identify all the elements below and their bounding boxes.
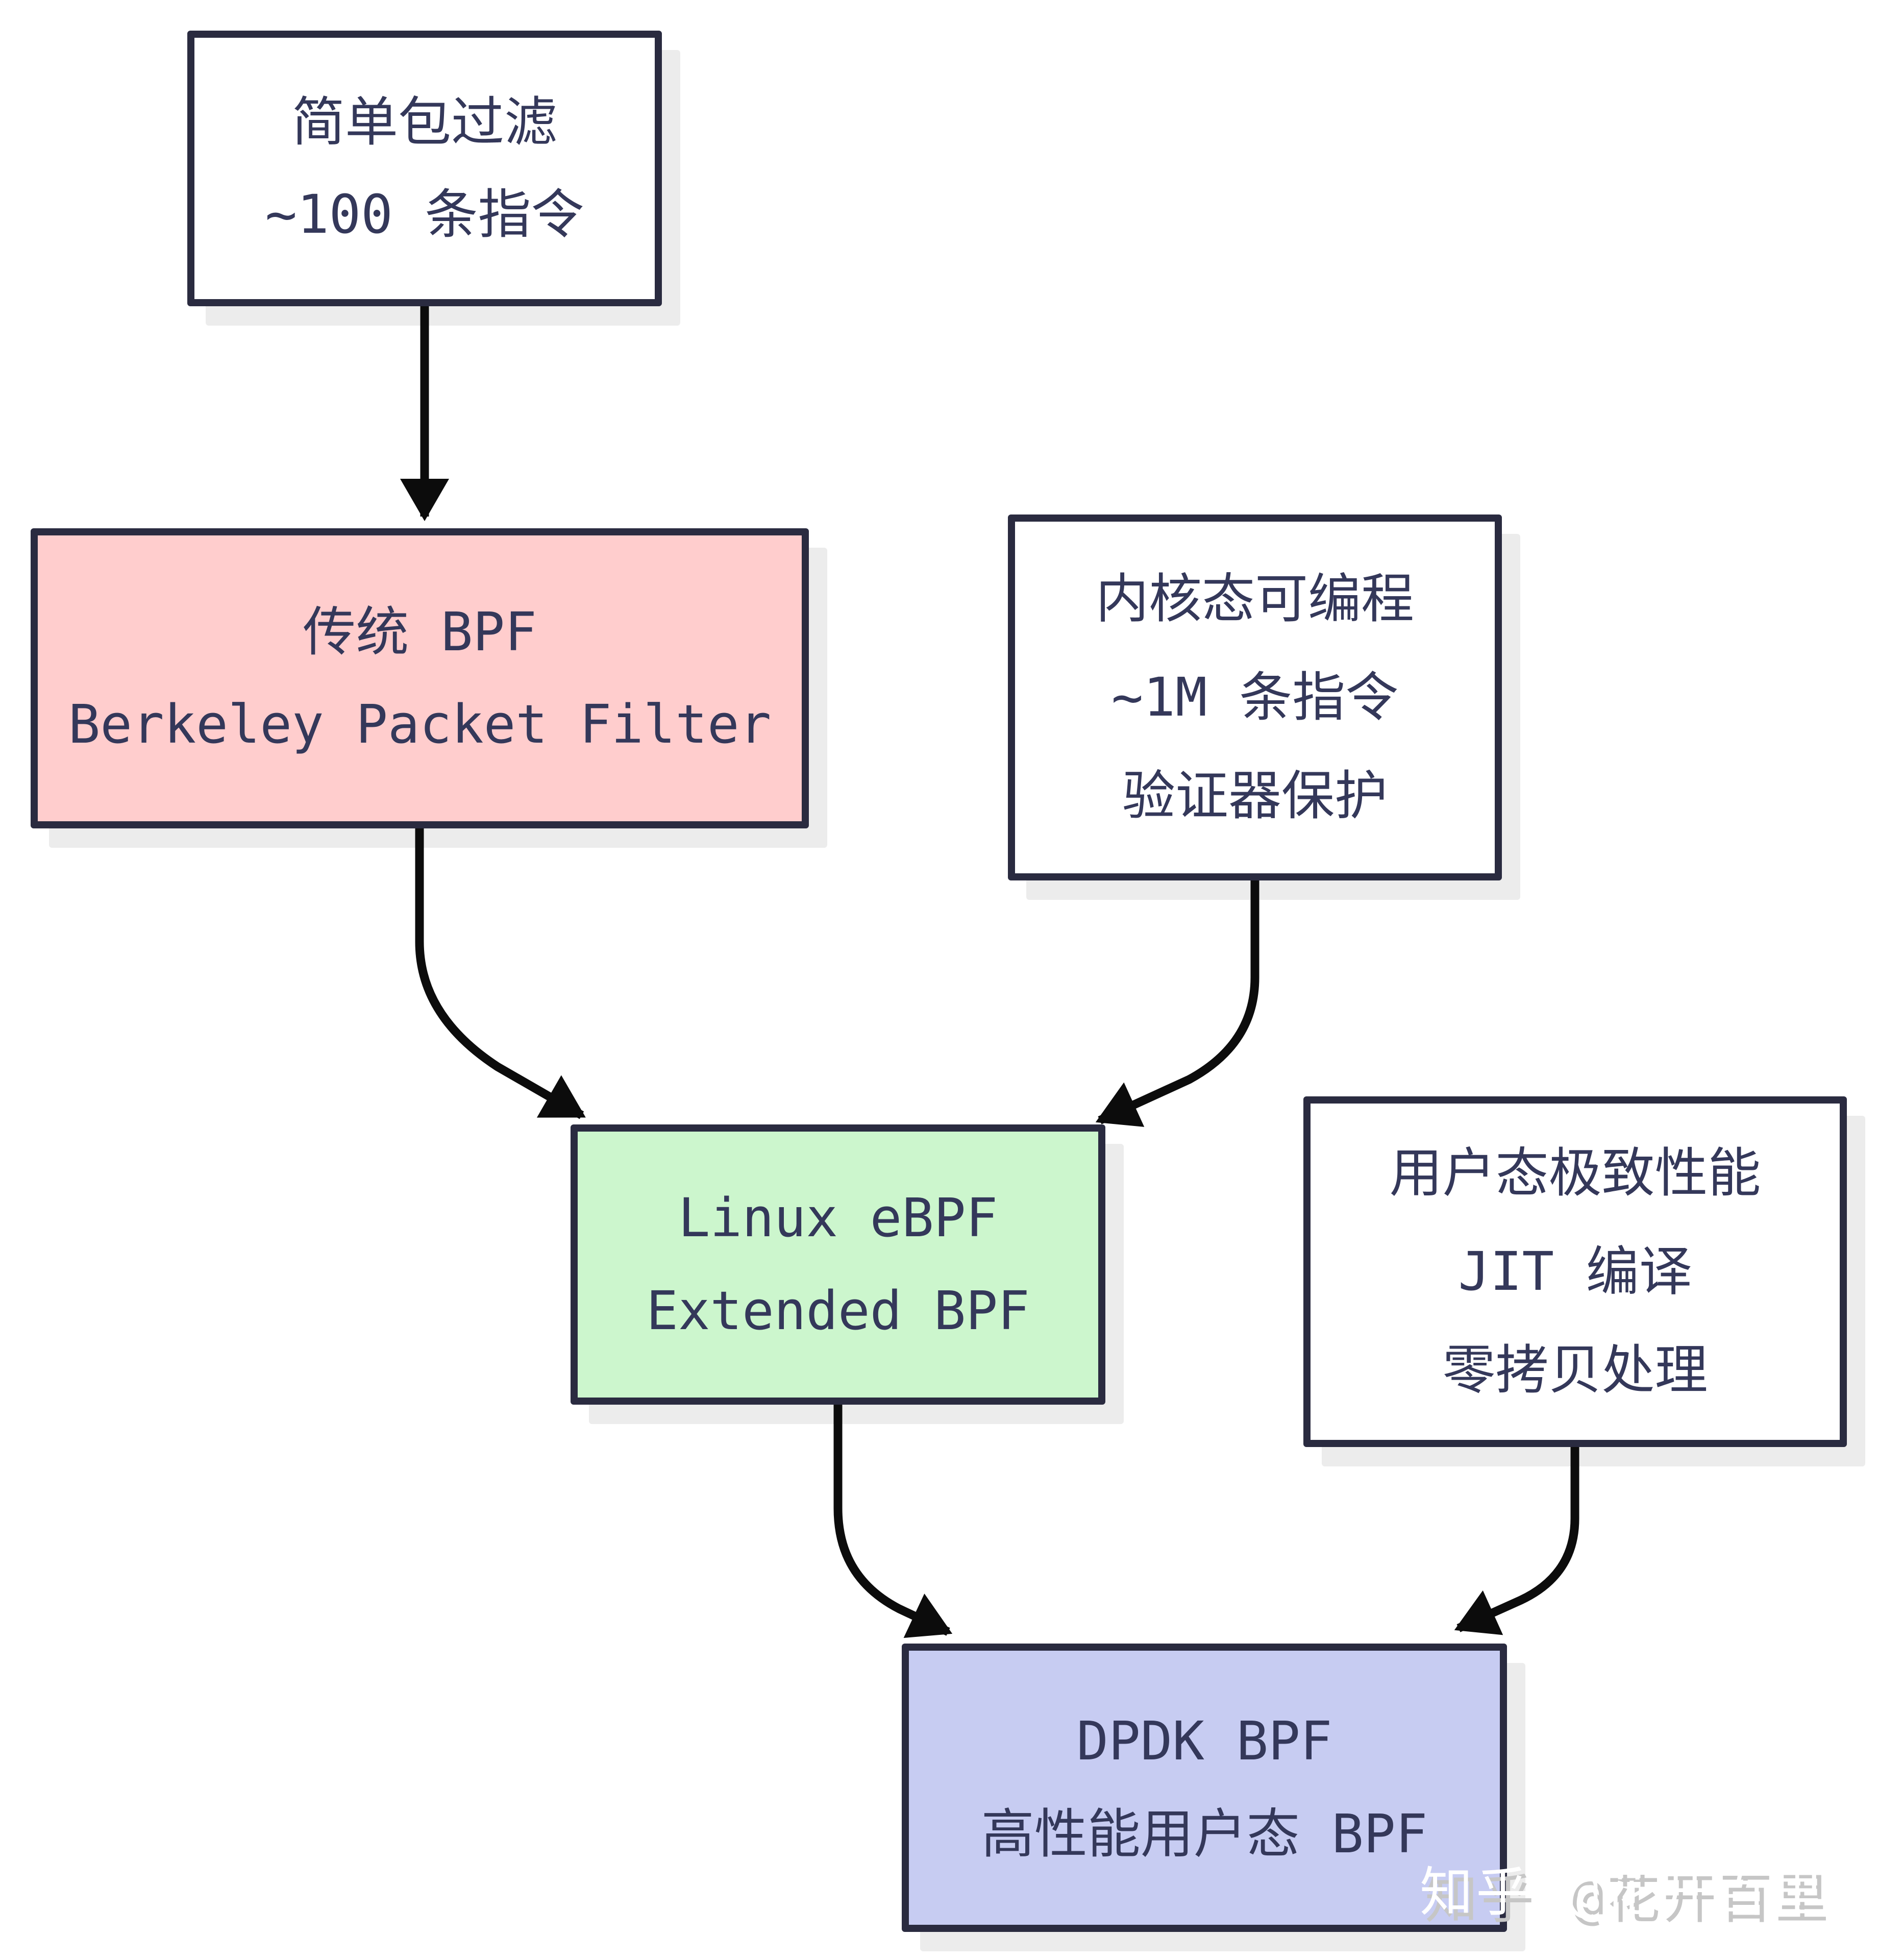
arrow-classic-to-ebpf: [415, 828, 586, 1119]
zhihu-watermark: 知乎 @花开百里: [1420, 1861, 1827, 1923]
node-dpdk-bpf: DPDK BPF 高性能用户态 BPF: [902, 1644, 1507, 1932]
arrow-user-to-dpdk: [1454, 1447, 1579, 1635]
node-linux-ebpf: Linux eBPF Extended BPF: [571, 1124, 1105, 1405]
node-line: 零拷贝处理: [1442, 1339, 1708, 1402]
node-line: ~1M 条指令: [1111, 666, 1399, 728]
node-line: 验证器保护: [1122, 765, 1388, 827]
node-classic-bpf: 传统 BPF Berkeley Packet Filter: [31, 528, 809, 828]
node-userspace-performance: 用户态极致性能 JIT 编译 零拷贝处理: [1303, 1096, 1847, 1447]
node-line: JIT 编译: [1458, 1240, 1692, 1303]
node-line: 简单包过滤: [291, 90, 557, 153]
node-line: Linux eBPF: [678, 1187, 998, 1250]
node-line: 高性能用户态 BPF: [981, 1802, 1428, 1865]
node-line: Extended BPF: [646, 1279, 1030, 1342]
node-line: 用户态极致性能: [1389, 1141, 1761, 1204]
node-kernel-programmable: 内核态可编程 ~1M 条指令 验证器保护: [1008, 514, 1502, 880]
node-line: 内核态可编程: [1095, 567, 1414, 630]
node-line: Berkeley Packet Filter: [68, 693, 772, 755]
node-line: 传统 BPF: [303, 600, 537, 663]
node-line: ~100 条指令: [265, 183, 584, 246]
arrow-ebpf-to-dpdk: [833, 1405, 953, 1638]
node-line: DPDK BPF: [1076, 1710, 1332, 1773]
arrow-kernel-to-ebpf: [1095, 880, 1259, 1127]
node-simple-filter: 简单包过滤 ~100 条指令: [187, 31, 662, 306]
